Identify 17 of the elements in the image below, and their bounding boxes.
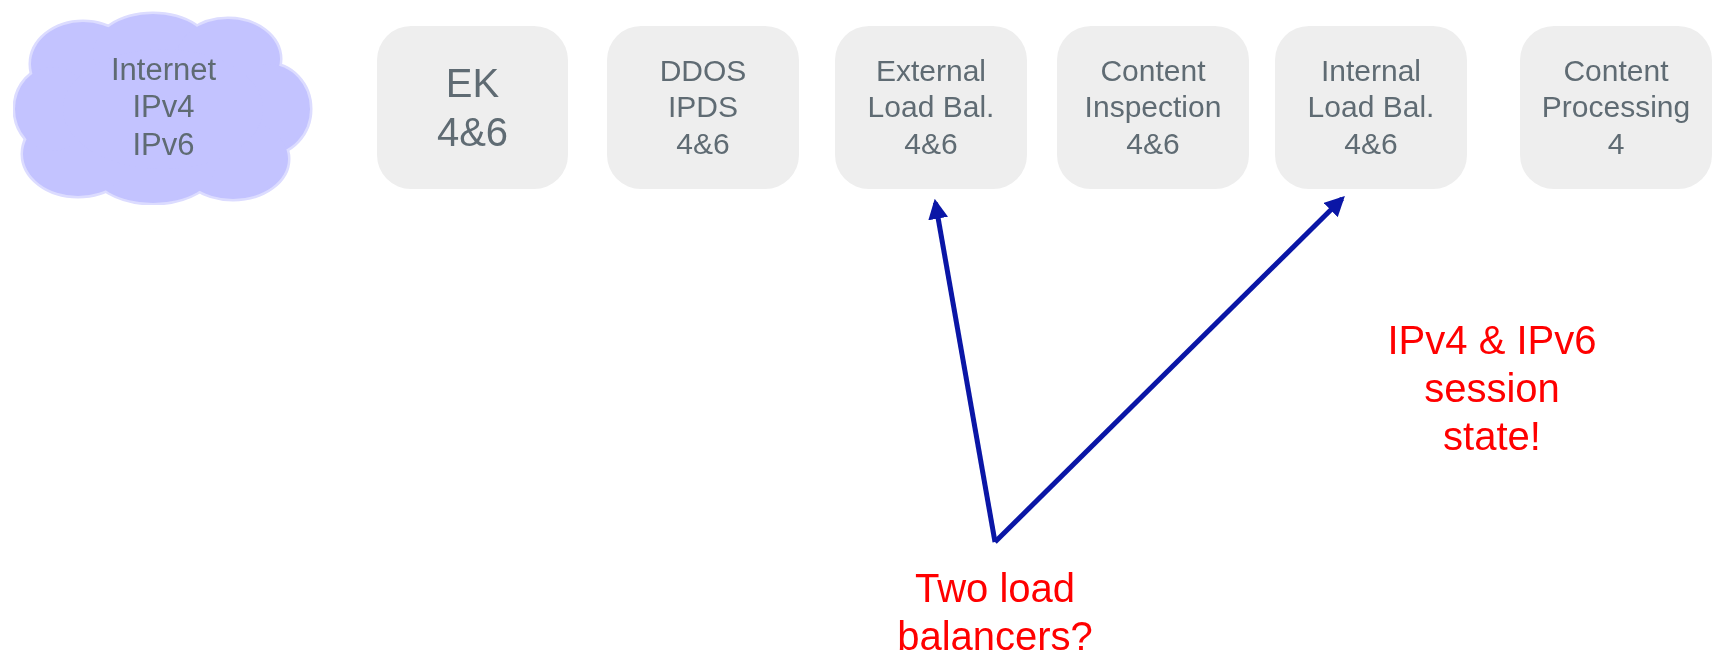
node-label: Content Processing — [1540, 52, 1692, 126]
node-label: EK — [445, 59, 500, 107]
node-sublabel: 4&6 — [1344, 125, 1398, 162]
arrow — [928, 198, 998, 543]
node-label: Internal Load Bal. — [1306, 52, 1436, 126]
node-label: Internet IPv4 IPv6 — [109, 51, 218, 163]
node-sublabel: 4&6 — [1126, 125, 1180, 162]
node-label: Content Inspection — [1083, 52, 1223, 126]
annotation-text: IPv4 & IPv6 session state! — [1386, 317, 1598, 460]
arrow — [993, 196, 1345, 544]
node-label: DDOS IPDS — [658, 52, 748, 126]
node-sublabel: 4&6 — [676, 125, 730, 162]
node-sublabel: 4 — [1607, 125, 1625, 162]
node-sublabel: 4&6 — [904, 125, 958, 162]
node-label: External Load Bal. — [866, 52, 996, 126]
node-sublabel: 4&6 — [436, 108, 509, 156]
node-label: Two load balancers? — [896, 565, 1094, 660]
